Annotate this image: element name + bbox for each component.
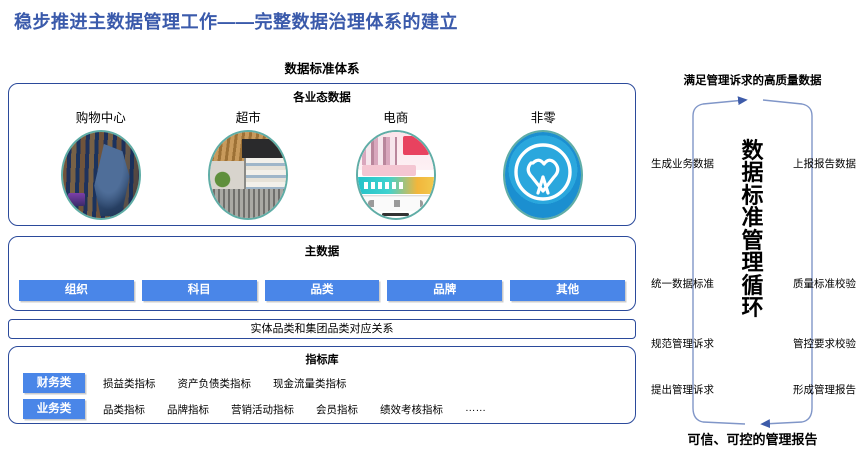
business-item-nonretail-label: 非零 [530, 111, 556, 125]
indicator-tag-business[interactable]: 业务类 [23, 399, 85, 419]
master-data-panel: 主数据 组织 科目 品类 品牌 其他 [8, 236, 636, 311]
indicator-item: 会员指标 [316, 403, 358, 416]
cycle-bottom-label: 可信、可控的管理报告 [687, 432, 818, 447]
indicator-item: 资产负债类指标 [177, 377, 252, 390]
business-item-supermarket-label: 超市 [235, 111, 261, 125]
cycle-label-generate-business-data: 生成业务数据 [651, 158, 714, 170]
indicator-item: …… [465, 401, 486, 414]
business-item-mall-label: 购物中心 [75, 111, 126, 125]
cycle-center-char: 准 [741, 205, 764, 231]
cycle-label-quality-check: 质量标准校验 [793, 278, 856, 290]
master-data-header: 主数据 [304, 246, 340, 258]
viva-brand-logo-icon [503, 130, 584, 220]
indicator-item: 营销活动指标 [231, 403, 294, 416]
supermarket-photo [208, 130, 289, 220]
indicator-item: 损益类指标 [103, 377, 156, 390]
cycle-label-standardize-demand: 规范管理诉求 [651, 338, 714, 350]
shopping-mall-photo [60, 130, 141, 220]
indicator-row-finance: 财务类 损益类指标 资产负债类指标 现金流量类指标 [9, 373, 635, 393]
business-item-ecommerce-label: 电商 [383, 111, 409, 125]
master-data-button-account[interactable]: 科目 [141, 280, 257, 301]
indicator-item: 品牌指标 [167, 403, 209, 416]
cycle-arrow-diagram [692, 96, 813, 429]
data-standard-system-column: 数据标准体系 各业态数据 购物中心 超市 [8, 58, 636, 424]
business-item-mall[interactable]: 购物中心 [41, 107, 161, 220]
master-data-button-category[interactable]: 品类 [264, 280, 380, 301]
indicator-tag-finance[interactable]: 财务类 [23, 373, 85, 393]
master-data-button-other[interactable]: 其他 [510, 280, 625, 301]
viva-heart-w-glyph [514, 143, 572, 201]
cycle-center-char: 管 [741, 227, 764, 253]
cycle-label-report-data: 上报报告数据 [793, 158, 856, 170]
page-title: 稳步推进主数据管理工作——完整数据治理体系的建立 [14, 12, 458, 32]
indicator-item: 品类指标 [103, 403, 145, 416]
cycle-center-char: 循 [741, 272, 764, 298]
cycle-label-control-check: 管控要求校验 [793, 338, 856, 350]
business-item-ecommerce[interactable]: 电商 [336, 107, 456, 220]
business-item-supermarket[interactable]: 超市 [188, 107, 308, 220]
master-data-button-org[interactable]: 组织 [19, 280, 134, 301]
indicator-items-business: 品类指标 品牌指标 营销活动指标 会员指标 绩效考核指标 …… [103, 402, 508, 417]
business-formats-row: 购物中心 超市 电商 [9, 107, 635, 220]
cycle-center-char: 数 [741, 138, 764, 163]
cycle-label-form-report: 形成管理报告 [793, 384, 856, 396]
cycle-label-raise-demand: 提出管理诉求 [651, 384, 714, 396]
indicator-library-header: 指标库 [305, 354, 339, 366]
ecommerce-app-screenshot [355, 130, 436, 220]
cycle-center-char: 环 [741, 295, 764, 321]
indicator-row-business: 业务类 品类指标 品牌指标 营销活动指标 会员指标 绩效考核指标 …… [9, 399, 635, 419]
category-relation-bar: 实体品类和集团品类对应关系 [8, 319, 636, 339]
cycle-center-char: 标 [741, 182, 764, 208]
management-cycle-column: 满足管理诉求的高质量数据 数 [645, 58, 860, 454]
indicator-items-finance: 损益类指标 资产负债类指标 现金流量类指标 [103, 376, 369, 391]
indicator-item: 现金流量类指标 [273, 377, 347, 390]
cycle-center-char: 据 [741, 160, 764, 186]
cycle-center-char: 理 [741, 250, 764, 276]
cycle-top-label: 满足管理诉求的高质量数据 [683, 75, 822, 87]
indicator-library-panel: 指标库 财务类 损益类指标 资产负债类指标 现金流量类指标 业务类 品类指标 品… [8, 346, 636, 424]
business-formats-panel: 各业态数据 购物中心 超市 [8, 83, 636, 226]
cycle-center-text: 数 据 标 准 管 理 循 环 [645, 138, 860, 321]
section-title-data-standard-system: 数据标准体系 [284, 62, 360, 76]
indicator-item: 绩效考核指标 [380, 403, 443, 416]
master-data-buttons: 组织 科目 品类 品牌 其他 [19, 280, 625, 301]
business-formats-header: 各业态数据 [293, 92, 351, 104]
master-data-button-brand[interactable]: 品牌 [387, 280, 503, 301]
cycle-label-unified-standard: 统一数据标准 [651, 278, 714, 290]
business-item-nonretail[interactable]: 非零 [483, 107, 603, 220]
